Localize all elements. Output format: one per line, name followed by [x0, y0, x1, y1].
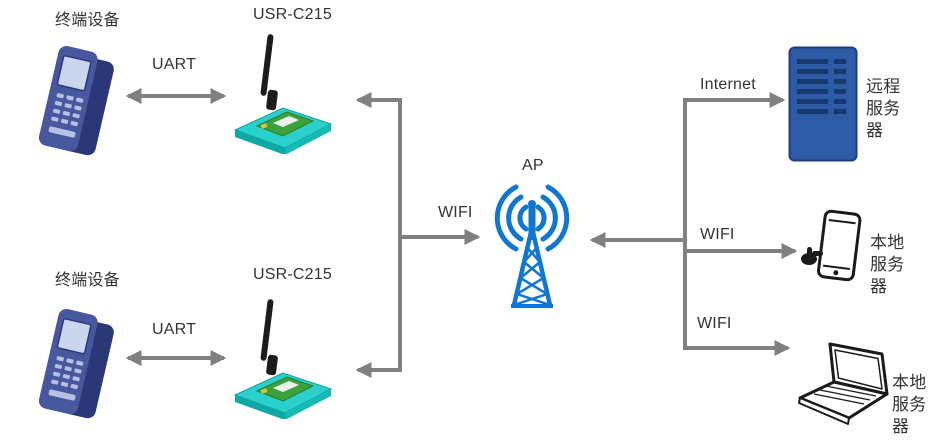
wifi-module-icon: [233, 34, 333, 154]
usr-c215-label-bottom: USR-C215: [253, 266, 332, 283]
smartphone-icon: [801, 209, 862, 282]
uart-label-bottom: UART: [152, 321, 197, 338]
server-rack-icon: [788, 46, 858, 162]
terminal-device-label-top: 终端设备: [55, 12, 120, 29]
handheld-terminal-icon: [38, 45, 114, 156]
handheld-terminal-icon: [38, 308, 114, 419]
terminal-device-label-bottom: 终端设备: [55, 272, 120, 289]
laptop-icon: [798, 342, 889, 425]
uart-label-top: UART: [152, 56, 197, 73]
wifi-label-laptop: WIFI: [697, 315, 732, 332]
wifi-label-phone: WIFI: [700, 226, 735, 243]
local-server-label-laptop: 本地服务器: [892, 373, 927, 437]
usr-c215-label-top: USR-C215: [253, 6, 332, 23]
internet-label: Internet: [700, 76, 756, 93]
ap-label: AP: [522, 157, 544, 174]
hand-pointer-shape: [801, 247, 823, 265]
wifi-label-left: WIFI: [438, 204, 473, 221]
remote-server-label: 远程服务器: [866, 77, 901, 141]
local-server-label-phone: 本地服务器: [870, 233, 905, 297]
antenna-tower-icon: [494, 184, 570, 308]
wifi-module-icon: [233, 299, 333, 419]
